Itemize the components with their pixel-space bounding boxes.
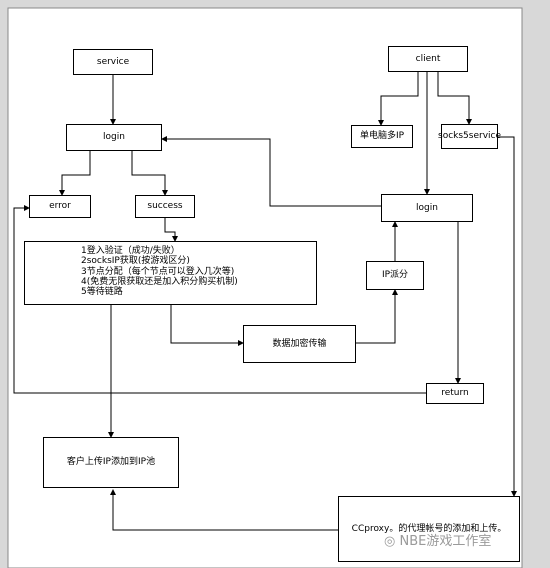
- step-1: 1登入验证（成功/失败）: [81, 246, 180, 256]
- edge-ccproxy-upload: [110, 489, 338, 531]
- edge-login-error: [59, 151, 91, 196]
- edge-steps-encrypt: [170, 305, 244, 346]
- node-ip-assign: IP派分: [366, 261, 424, 290]
- edge-login-success: [131, 151, 168, 196]
- edge-loginright-logintop: [161, 136, 381, 207]
- step-2: 2socksIP获取(按游戏区分): [81, 256, 190, 267]
- edge-return-error: [13, 205, 426, 394]
- node-return: return: [426, 383, 484, 404]
- node-login-right: login: [381, 194, 473, 222]
- node-service: service: [73, 49, 153, 75]
- watermark-text: NBE游戏工作室: [399, 534, 492, 549]
- edge-client-socks5: [437, 72, 472, 125]
- node-error: error: [29, 195, 91, 218]
- node-encrypt: 数据加密传输: [243, 325, 356, 363]
- node-login-top: login: [66, 124, 162, 151]
- node-steps: 1登入验证（成功/失败） 2socksIP获取(按游戏区分) 3节点分配（每个节…: [24, 241, 317, 305]
- edge-socks5-ccproxy: [498, 136, 517, 497]
- edge-client-danip: [378, 72, 419, 126]
- node-socks5service: socks5service: [438, 124, 501, 149]
- edge-encrypt-ipassign: [356, 289, 398, 344]
- node-upload-ip: 客户上传IP添加到IP池: [43, 437, 179, 488]
- node-dan-ip: 单电脑多IP: [351, 125, 413, 148]
- watermark: ◎ NBE游戏工作室: [384, 530, 491, 549]
- wechat-icon: ◎: [384, 534, 396, 549]
- edge-success-steps: [164, 218, 178, 242]
- node-client: client: [388, 46, 468, 72]
- step-5: 5等待链路: [81, 287, 123, 298]
- node-success: success: [135, 195, 195, 218]
- step-3: 3节点分配（每个节点可以登入几次等): [81, 266, 235, 277]
- node-ccproxy: CCproxy。的代理帐号的添加和上传。: [338, 496, 520, 562]
- step-4: 4(免费无限获取还是加入积分购买机制): [81, 277, 238, 288]
